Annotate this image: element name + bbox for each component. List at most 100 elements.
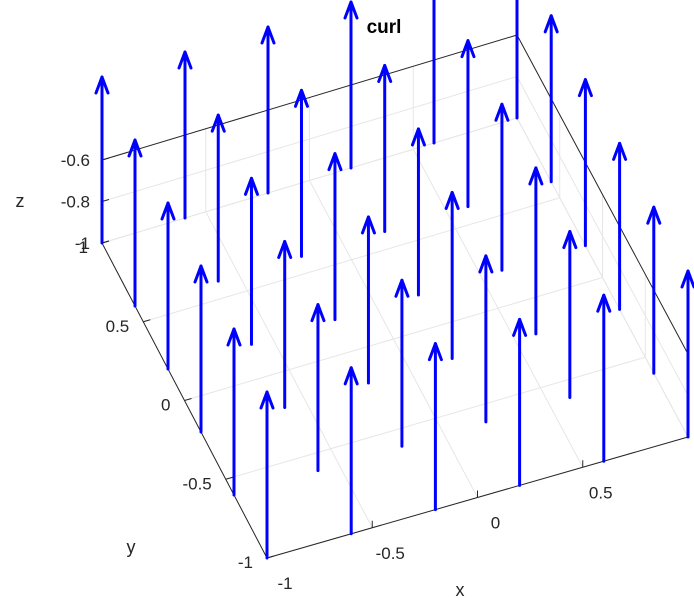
z-tick-label: -1 [75,234,90,253]
box-edge-top-back [101,34,518,161]
grid-line-side-z [516,76,689,396]
arrow-head [343,0,359,20]
quiver-arrow [160,201,176,371]
arrow-head [612,141,628,161]
y-tick-label: 1 [79,238,88,257]
quiver-arrow [226,327,242,497]
quiver-arrow [646,205,662,375]
grid-line-y [143,197,560,323]
quiver-arrow [512,317,528,487]
z-tick-label: -0.6 [61,151,90,170]
quiver-arrow [293,88,309,258]
arrow-head [127,138,143,158]
arrow-head [277,239,293,259]
quiver-arrow [259,390,275,560]
arrow-head [160,201,176,221]
y-tick-mark [143,319,151,323]
quiver-arrow [427,342,443,512]
arrow-head [226,327,242,347]
arrow-head [259,390,275,410]
z-tick-label: -0.8 [61,193,90,212]
arrow-head [327,152,343,172]
arrow-head [177,50,193,70]
quiver-arrow [432,0,436,145]
arrow-head [562,230,578,250]
quiver-arrow [612,141,628,311]
quiver-arrow [127,138,143,308]
arrow-head [543,14,559,34]
x-tick-label: 0 [491,514,500,533]
quiver-arrow [596,293,612,463]
x-axis-label: x [456,580,465,600]
arrow-head [410,127,426,147]
arrow-head [377,63,393,83]
quiver-arrow [343,0,359,170]
arrow-head [494,102,510,122]
quiver-arrow [327,152,343,322]
arrow-head [512,317,528,337]
arrow-head [260,25,276,45]
arrow-head [596,293,612,313]
arrow-head [577,78,593,98]
quiver-arrow [360,215,376,385]
quiver-arrow [460,39,476,209]
quiver-arrow [343,366,359,536]
arrow-head [394,278,410,298]
quiver-arrow [543,14,559,184]
arrow-head [343,366,359,386]
box-edge-top-side [516,34,689,355]
arrow-head [680,269,694,289]
arrow-head [243,176,259,196]
arrow-head [478,254,494,274]
arrow-head [360,215,376,235]
quiver-arrow [310,303,326,473]
y-tick-label: 0 [161,396,170,415]
arrow-head [444,190,460,210]
grid-line-side-z [516,117,689,438]
arrow-head [210,113,226,133]
quiver-arrow [515,0,519,120]
quiver-arrow [210,113,226,283]
quiver-arrow [177,50,193,220]
y-tick-label: -1 [238,553,253,572]
quiver-arrow [260,25,276,195]
arrow-head [193,264,209,284]
arrow-head [528,166,544,186]
grid-line-back-z [101,117,518,244]
quiver-arrow [577,78,593,248]
arrow-head [646,205,662,225]
quiver-arrow [394,278,410,448]
quiver-arrow [243,176,259,346]
x-tick-label: -1 [277,574,292,593]
x-tick-label: -0.5 [376,544,405,563]
quiver-arrow [94,75,110,245]
arrow-head [310,303,326,323]
quiver-arrow [410,127,426,297]
arrow-head [427,342,443,362]
y-tick-mark [184,398,192,401]
arrow-head [94,75,110,95]
y-axis-label: y [127,537,136,557]
z-axis-label: z [16,191,25,211]
quiver-arrow [444,190,460,360]
quiver-arrow [277,239,293,409]
quiver-arrow [478,254,494,424]
quiver-arrow [562,230,578,400]
grid-line-back-z [101,76,518,202]
quiver-arrow [528,166,544,336]
quiver-arrow [680,269,694,439]
quiver-arrow [494,102,510,272]
quiver-arrows [94,0,694,560]
quiver-arrow [377,63,393,233]
y-tick-label: -0.5 [182,474,211,493]
chart-title: curl [367,17,402,38]
y-tick-label: 0.5 [106,317,130,336]
y-tick-mark [225,476,233,480]
arrow-head [460,39,476,59]
grid-line-y [184,277,603,401]
x-tick-label: 0.5 [589,483,613,502]
axis-labels: curl x y z -1-0.500.5-1-0.500.51-1-0.8-0… [16,17,613,600]
arrow-head [293,88,309,108]
quiver-arrow [193,264,209,434]
